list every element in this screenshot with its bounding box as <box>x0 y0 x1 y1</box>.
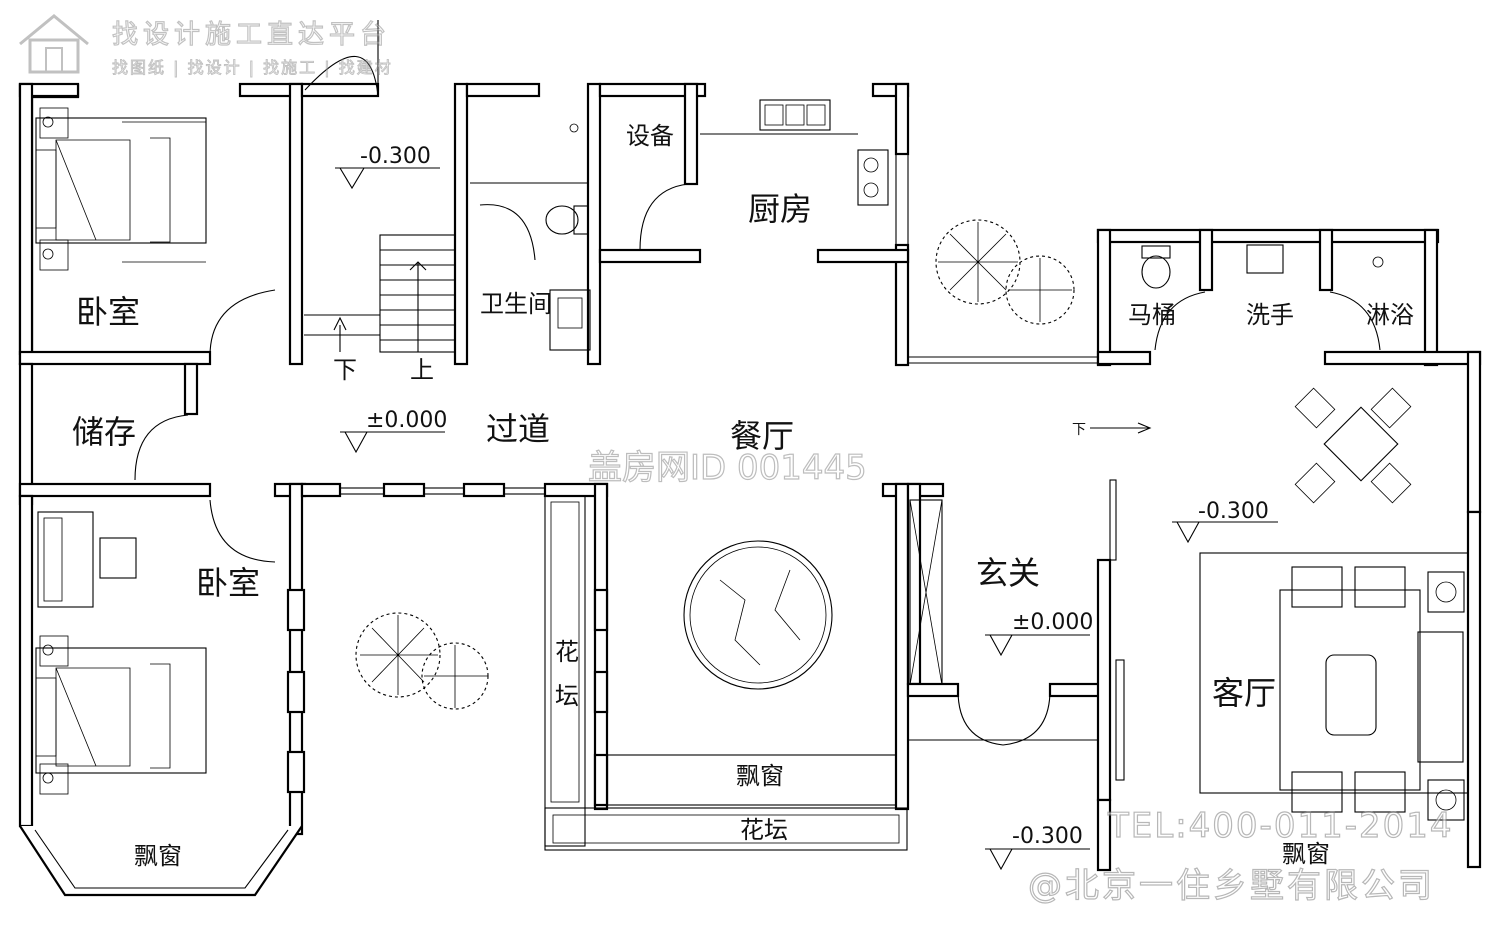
bedroom-top <box>18 82 304 366</box>
dining-label: 餐厅 <box>730 417 794 455</box>
tree-courtyard <box>355 612 489 710</box>
stair-hall: 下 上 -0.300 <box>300 20 469 384</box>
bathroom <box>465 82 602 366</box>
watermark-company: @北京一住乡墅有限公司 <box>1027 865 1435 906</box>
wash-label: 洗手 <box>1246 301 1294 329</box>
watermark-title: 找设计施工直达平台 <box>111 19 392 50</box>
card-table <box>1294 387 1412 504</box>
tree-kitchen <box>935 219 1075 325</box>
right-bathroom <box>908 228 1482 514</box>
foyer-label: 玄关 <box>976 554 1040 592</box>
dining-room <box>544 482 945 851</box>
shower-label: 淋浴 <box>1366 301 1414 329</box>
staircase <box>304 234 456 353</box>
bay-window-right-label: 飘窗 <box>1282 840 1330 868</box>
flower-bed-vertical-char: 花 <box>555 638 579 666</box>
watermark-subtitle: 找图纸 | 找设计 | 找施工 | 找建材 <box>112 58 393 78</box>
watermark-center-id: 盖房网ID 001445 <box>587 447 867 488</box>
entry-down-label: 下 <box>1072 422 1086 438</box>
bathroom-label: 卫生间 <box>480 290 552 318</box>
entry-arrow <box>1090 422 1152 434</box>
bay-window-mid-label: 飘窗 <box>736 762 784 790</box>
watermark-logo: 找设计施工直达平台 找图纸 | 找设计 | 找施工 | 找建材 <box>8 6 418 78</box>
stair-level: -0.300 <box>360 144 431 169</box>
stair-down-label: 下 <box>333 356 357 384</box>
flower-bed-bottom-label: 花坛 <box>740 816 788 844</box>
equipment-label: 设备 <box>626 122 674 150</box>
bay-window-left-label: 飘窗 <box>134 842 182 870</box>
bedroom-bottom <box>18 482 307 897</box>
toilet-label: 马桶 <box>1128 301 1176 329</box>
flower-bed-vertical-char: 坛 <box>555 682 579 710</box>
living-level: -0.300 <box>1198 499 1269 524</box>
foyer <box>906 479 1117 802</box>
living-label: 客厅 <box>1212 674 1276 712</box>
storage-label: 储存 <box>72 413 136 451</box>
living-room <box>1096 387 1482 872</box>
corridor-level: ±0.000 <box>366 408 447 433</box>
bedroom-top-label: 卧室 <box>76 293 140 331</box>
storage <box>18 289 276 563</box>
corridor-label: 过道 <box>486 410 550 448</box>
flower-bed-vertical-label: 花坛 <box>555 638 579 710</box>
kitchen <box>598 82 910 367</box>
watermark-tel: TEL:400-011-2014 <box>1107 805 1454 846</box>
stair-up-label: 上 <box>410 356 434 384</box>
house-icon <box>19 14 89 74</box>
bedroom-bottom-label: 卧室 <box>196 564 260 602</box>
foyer-level: ±0.000 <box>1012 610 1093 635</box>
courtyard: 花坛 <box>286 482 609 847</box>
round-dining-table <box>683 540 833 690</box>
kitchen-label: 厨房 <box>748 190 812 228</box>
outside-level: -0.300 <box>1012 824 1083 849</box>
